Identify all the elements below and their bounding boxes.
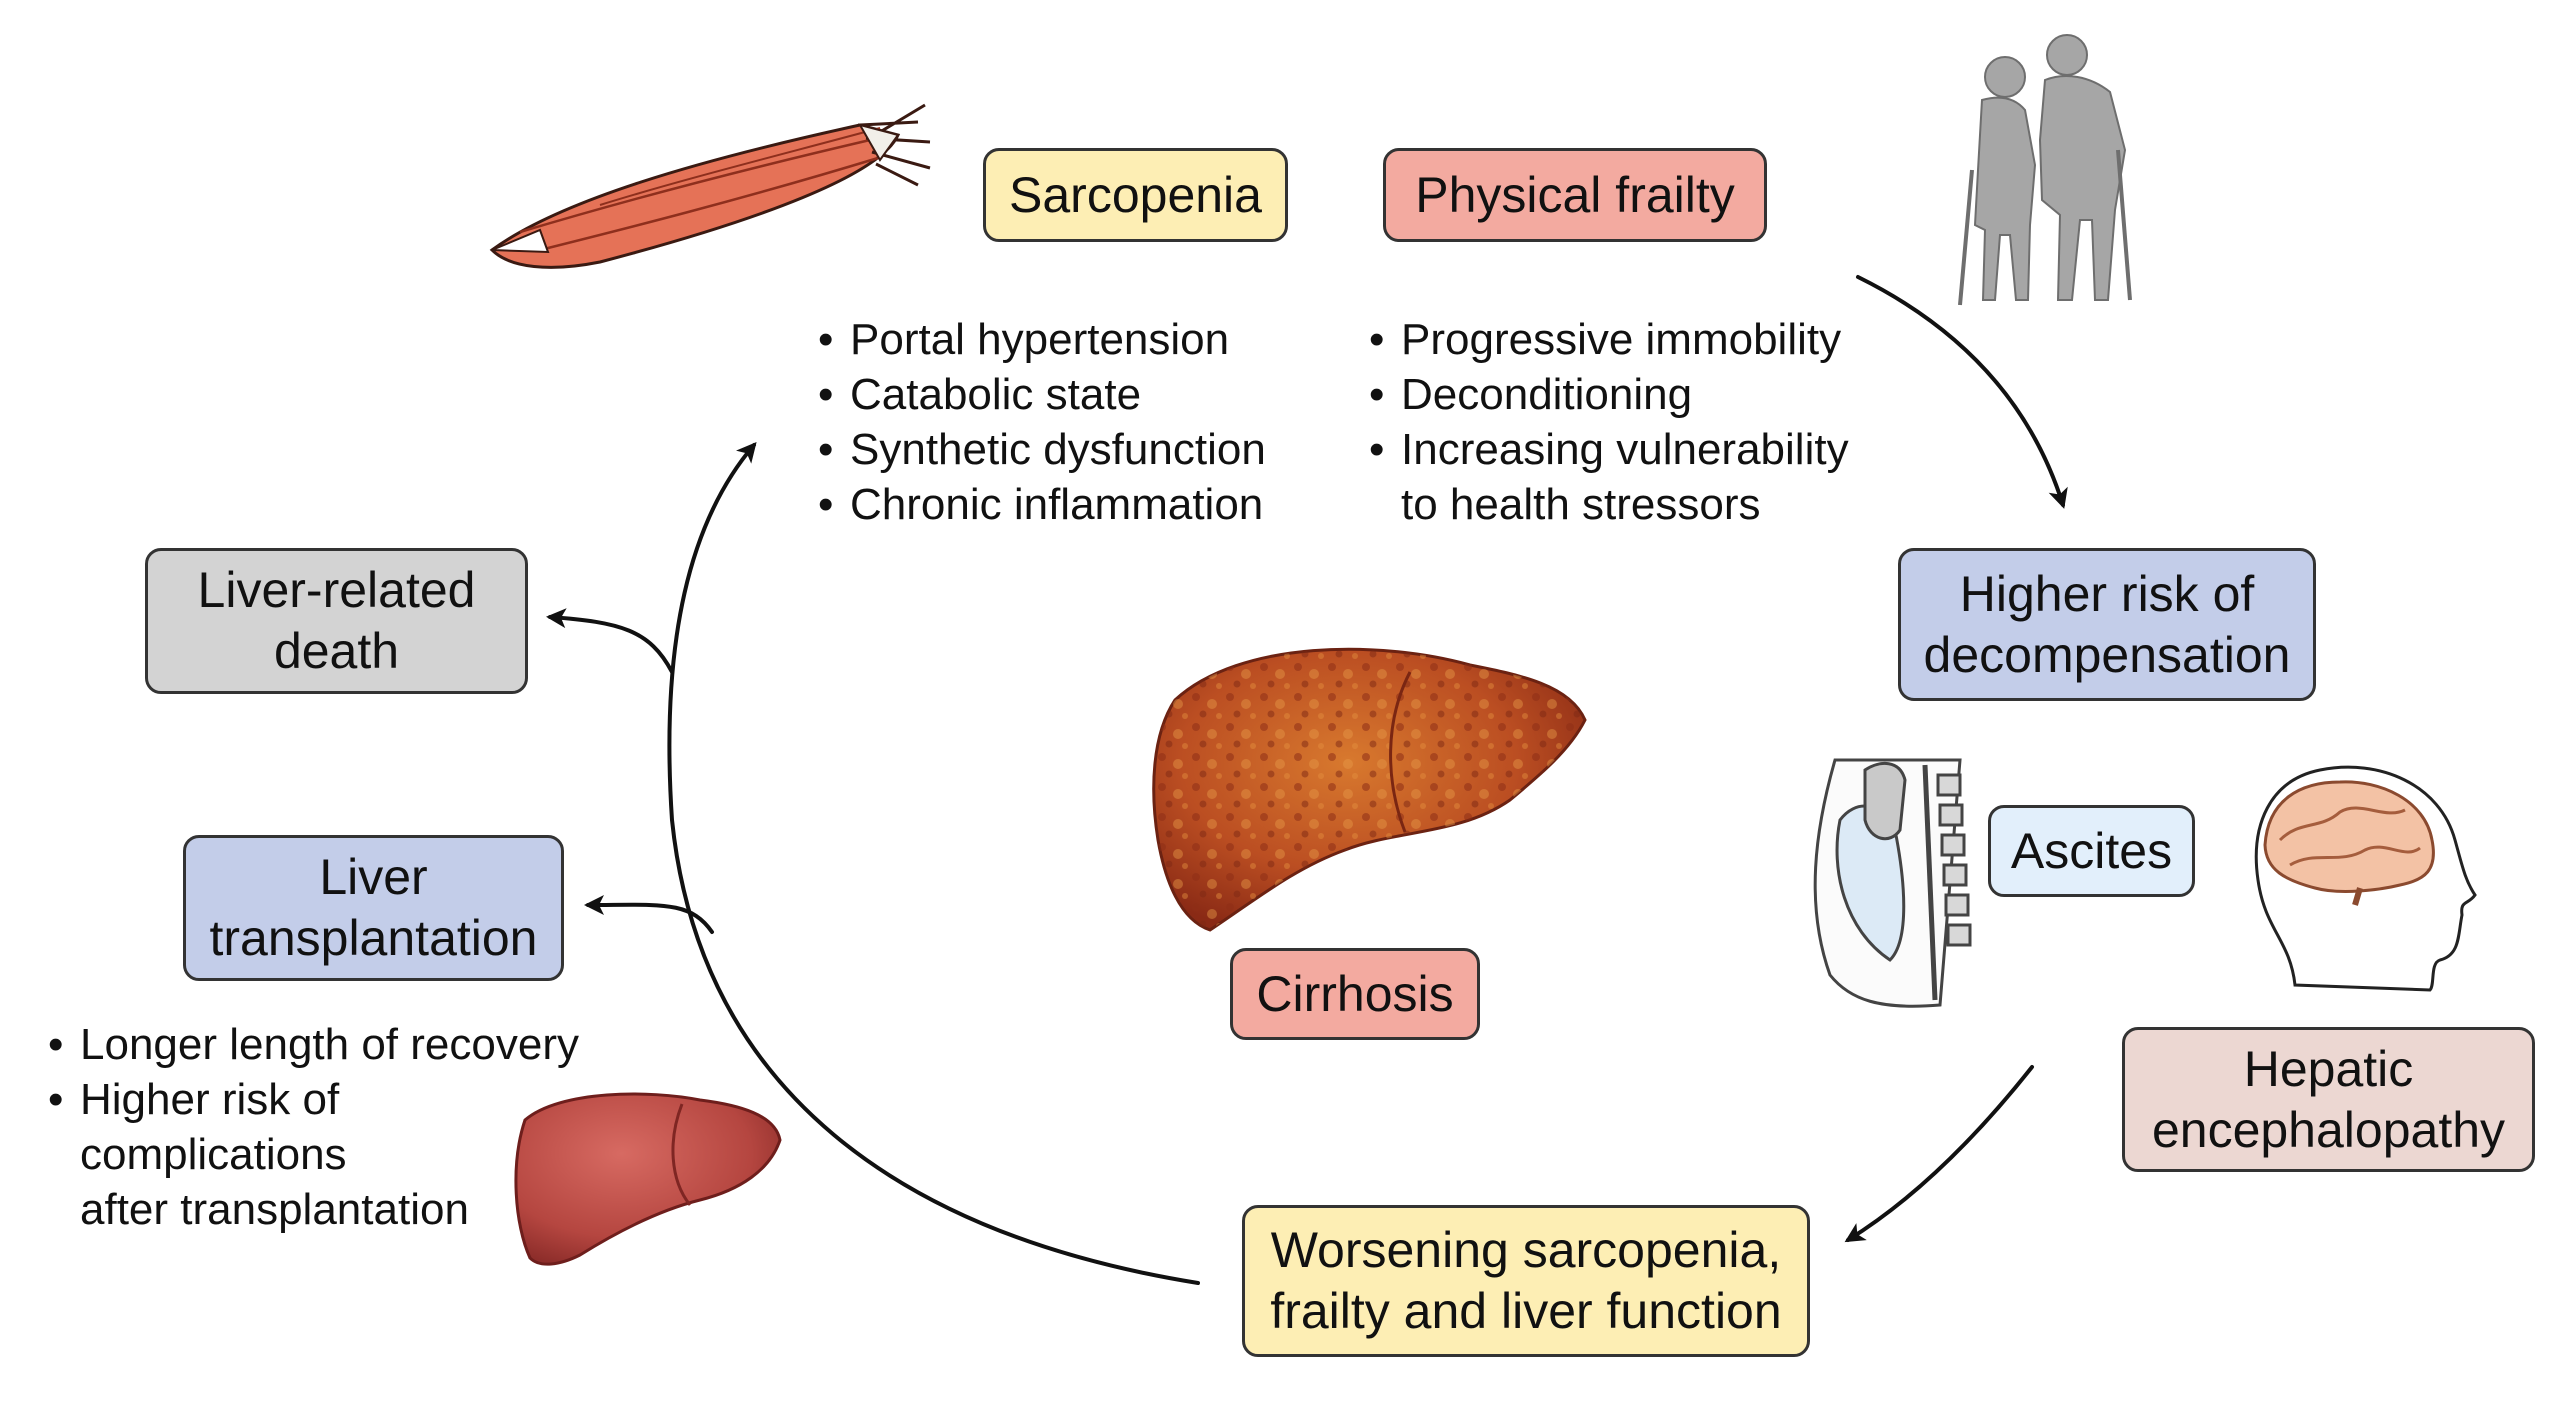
list-item: •Synthetic dysfunction bbox=[818, 425, 1266, 474]
frailty-causes-list: •Progressive immobility •Deconditioning … bbox=[1367, 312, 1849, 532]
sarcopenia-causes-list: •Portal hypertension •Catabolic state •S… bbox=[816, 312, 1266, 532]
sarcopenia-label: Sarcopenia bbox=[1009, 166, 1262, 223]
arrow-to-transplant bbox=[584, 894, 714, 934]
list-item-continuation: after transplantation bbox=[80, 1185, 469, 1234]
liver-related-death-box: Liver-related death bbox=[145, 548, 528, 694]
liver-transplantation-line2: transplantation bbox=[209, 910, 538, 966]
list-item: •Portal hypertension bbox=[818, 315, 1230, 364]
arrow-enceph-to-worsening bbox=[1844, 1065, 2034, 1243]
hepatic-encephalopathy-box: Hepatic encephalopathy bbox=[2122, 1027, 2535, 1172]
physical-frailty-box: Physical frailty bbox=[1383, 148, 1767, 242]
list-item: •Higher risk of bbox=[48, 1075, 340, 1124]
arrow-frailty-to-decompensation bbox=[1856, 275, 2068, 509]
decompensation-line2: decompensation bbox=[1923, 626, 2291, 683]
worsening-line2: frailty and liver function bbox=[1270, 1283, 1782, 1339]
liver-transplantation-box: Liver transplantation bbox=[183, 835, 564, 981]
abdomen-ascites-icon bbox=[1813, 758, 1972, 1008]
liver-transplantation-line1: Liver bbox=[319, 849, 428, 905]
hepatic-encephalopathy-line2: encephalopathy bbox=[2151, 1101, 2506, 1158]
cirrhotic-liver-icon bbox=[1152, 647, 1587, 932]
brain-head-icon bbox=[2254, 765, 2477, 992]
list-item-continuation: to health stressors bbox=[1401, 480, 1761, 529]
cirrhosis-label: Cirrhosis bbox=[1256, 965, 1454, 1022]
elderly-couple-icon bbox=[1958, 34, 2132, 306]
cycle-arrows bbox=[546, 275, 2068, 1285]
physical-frailty-label: Physical frailty bbox=[1415, 166, 1735, 223]
ascites-label: Ascites bbox=[2010, 822, 2173, 879]
decompensation-line1: Higher risk of bbox=[1959, 565, 2255, 622]
liver-icon bbox=[514, 1092, 782, 1266]
sarcopenia-box: Sarcopenia bbox=[983, 148, 1288, 242]
list-item: •Increasing vulnerability bbox=[1369, 425, 1849, 474]
decompensation-box: Higher risk of decompensation bbox=[1898, 548, 2316, 701]
list-item: •Progressive immobility bbox=[1369, 315, 1842, 364]
cirrhosis-box: Cirrhosis bbox=[1230, 948, 1480, 1040]
worsening-box: Worsening sarcopenia, frailty and liver … bbox=[1242, 1205, 1810, 1357]
arrow-worsening-to-sarcopenia bbox=[667, 441, 1200, 1285]
arrow-to-liver-death bbox=[546, 608, 674, 674]
list-item: •Catabolic state bbox=[818, 370, 1142, 419]
list-item-continuation: complications bbox=[80, 1130, 347, 1179]
liver-related-death-line2: death bbox=[273, 623, 400, 679]
liver-related-death-line1: Liver-related bbox=[197, 562, 476, 618]
worsening-line1: Worsening sarcopenia, bbox=[1270, 1222, 1782, 1278]
hepatic-encephalopathy-line1: Hepatic bbox=[2243, 1040, 2414, 1097]
transplant-outcomes-list: •Longer length of recovery •Higher risk … bbox=[46, 1017, 579, 1237]
list-item: •Deconditioning bbox=[1369, 370, 1693, 419]
muscle-icon bbox=[489, 103, 931, 269]
list-item: •Longer length of recovery bbox=[48, 1020, 579, 1069]
list-item: •Chronic inflammation bbox=[818, 480, 1264, 529]
ascites-box: Ascites bbox=[1988, 805, 2195, 897]
